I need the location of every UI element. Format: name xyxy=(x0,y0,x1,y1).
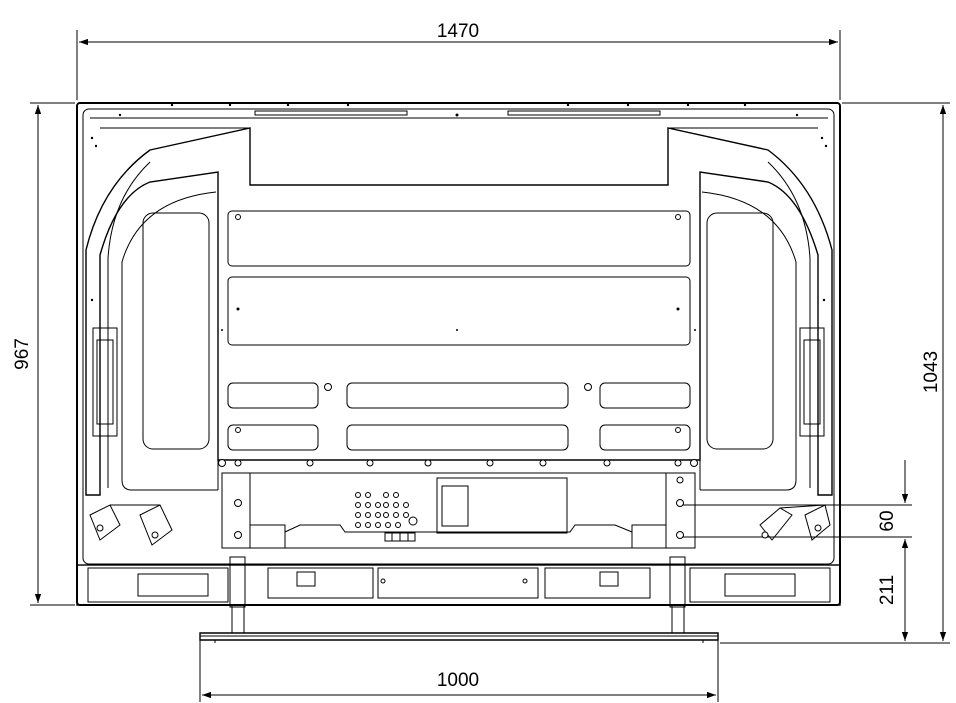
speaker-bar xyxy=(76,564,841,606)
dimension-total-height-label: 1043 xyxy=(921,351,942,393)
extension-lines xyxy=(30,30,950,702)
mounting-holes xyxy=(218,214,698,539)
io-connectors xyxy=(355,492,418,542)
dimension-stand-width-label: 1000 xyxy=(437,670,479,691)
back-cover xyxy=(85,127,833,496)
speaker-brackets xyxy=(89,504,831,546)
dimension-height-label: 967 xyxy=(12,338,33,370)
dimension-lines xyxy=(34,38,947,699)
tv-body xyxy=(76,102,841,606)
terminal-panel xyxy=(221,472,696,549)
dimension-width-label: 1470 xyxy=(437,21,479,42)
stand xyxy=(199,556,719,643)
edge-screws xyxy=(90,103,828,302)
dimension-offset-label: 60 xyxy=(877,510,898,531)
dimension-stand-height-label: 211 xyxy=(877,575,898,605)
